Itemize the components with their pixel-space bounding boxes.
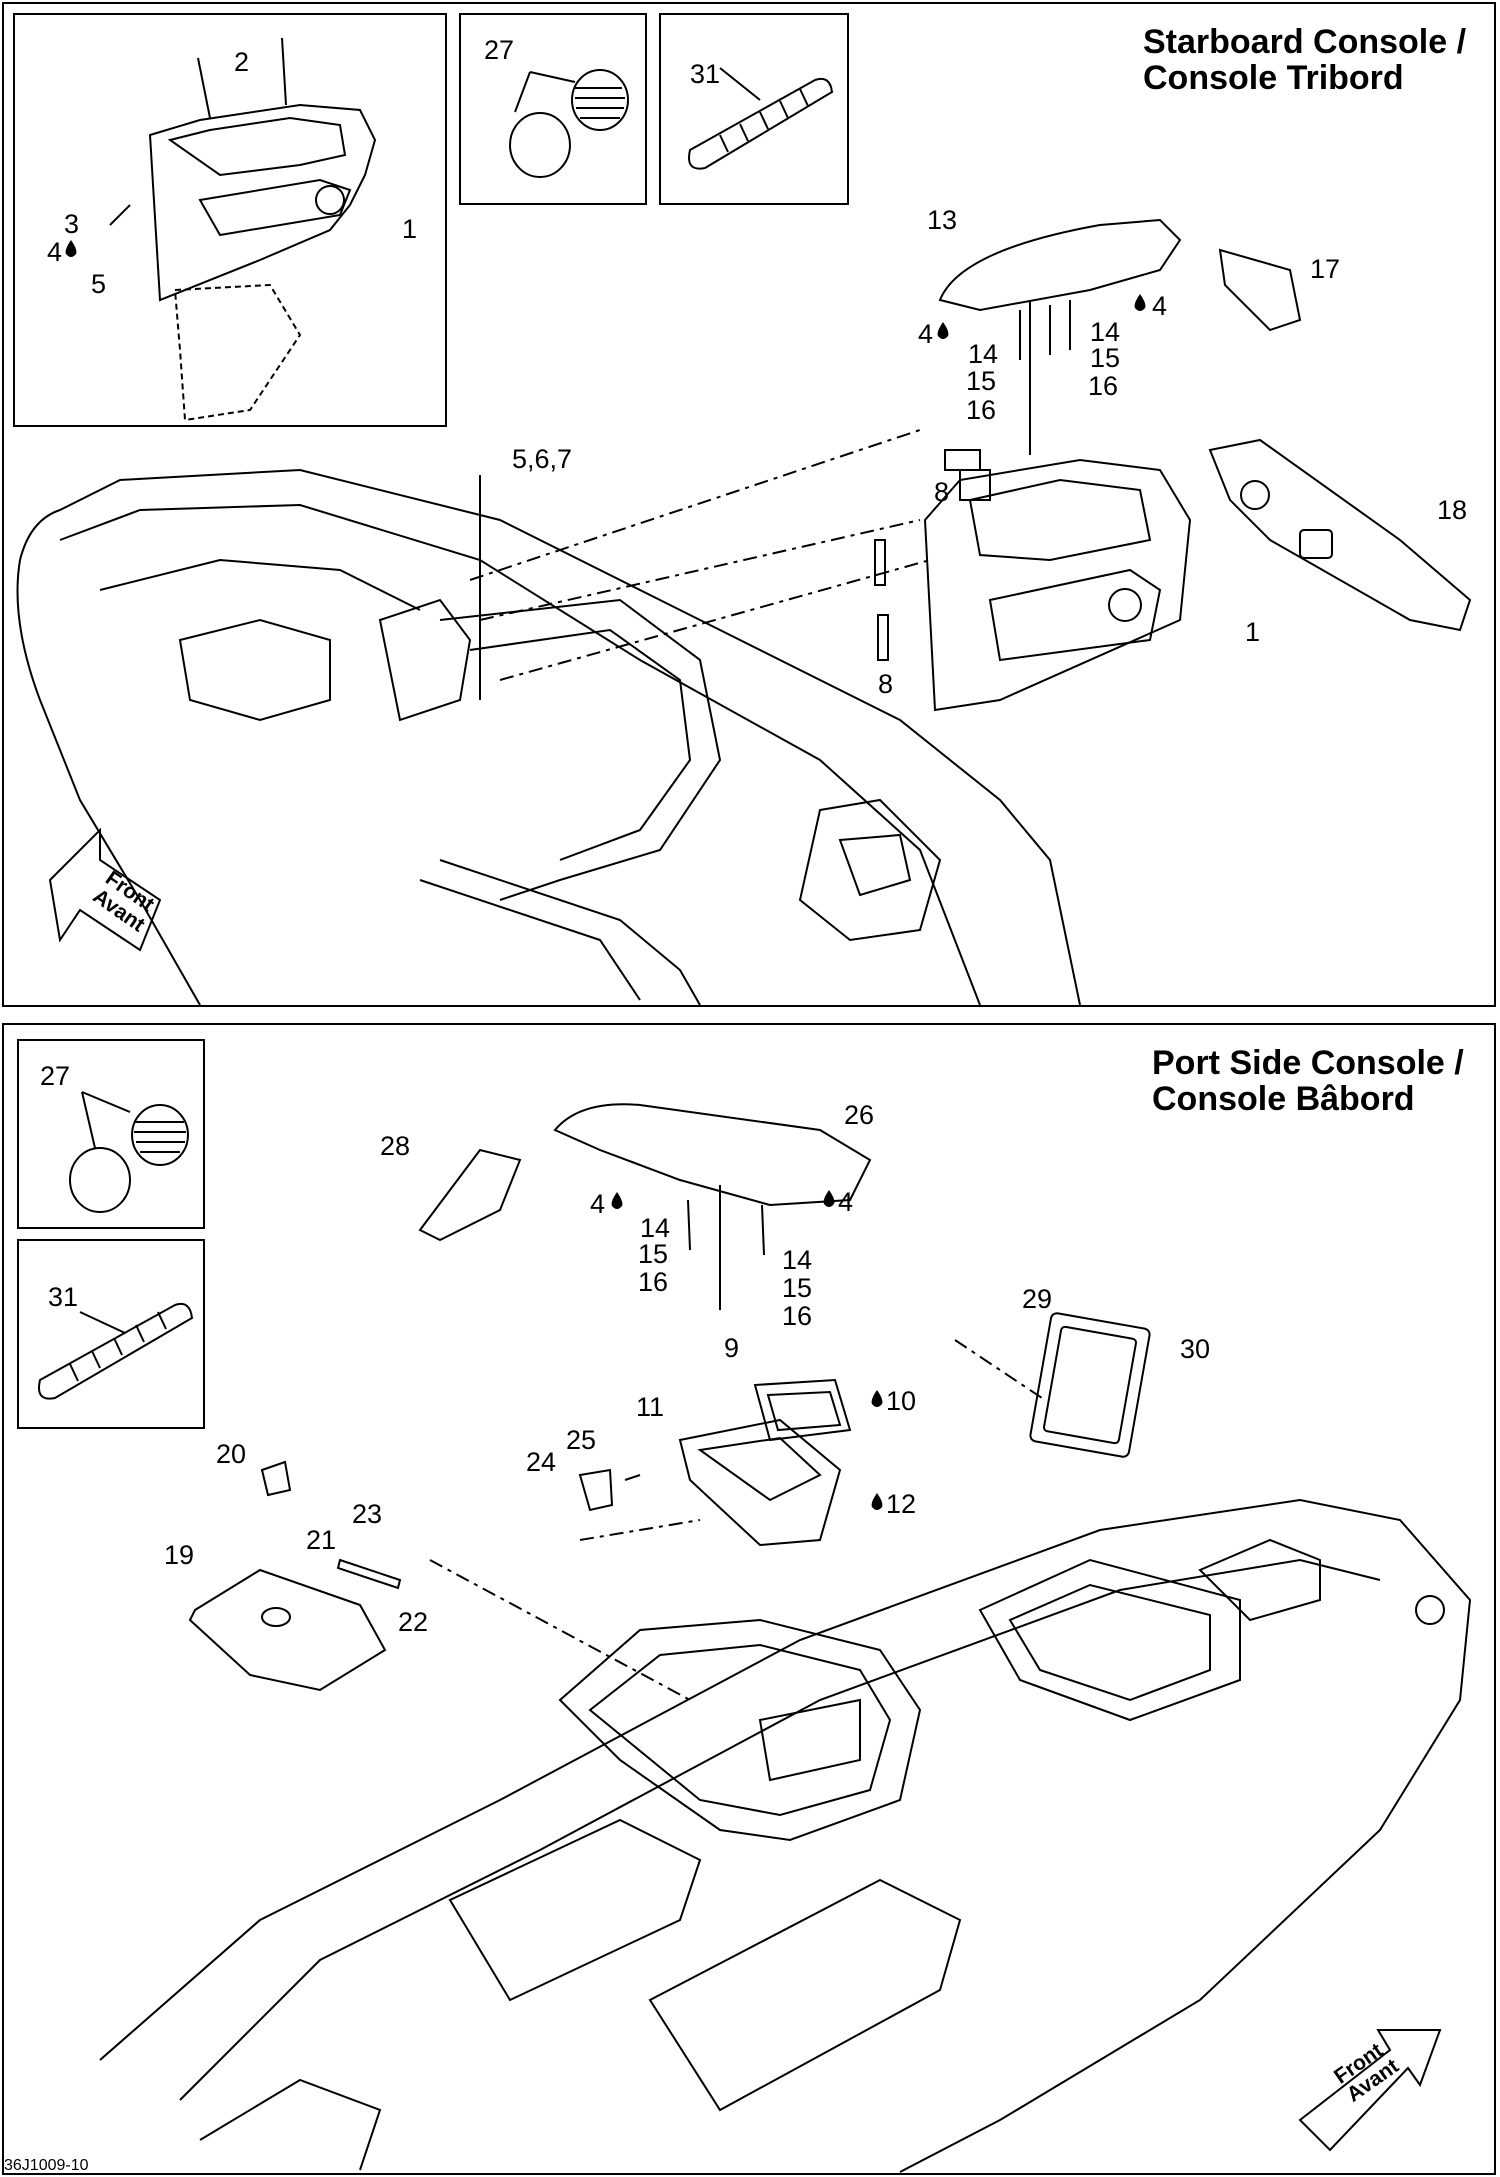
oil-drop-icon — [1134, 294, 1146, 311]
callout-8: 8 — [934, 477, 950, 507]
callout-8: 8 — [878, 669, 894, 699]
oil-drop-icon — [611, 1192, 623, 1209]
callout-24: 24 — [526, 1447, 557, 1477]
callout-17: 17 — [1310, 254, 1341, 284]
starboard-title: Starboard Console / Console Tribord — [1143, 24, 1493, 96]
callout-16: 16 — [966, 395, 997, 425]
callout-16: 16 — [1088, 371, 1119, 401]
callout-14: 14 — [1090, 317, 1121, 347]
oil-drop-icon — [65, 240, 77, 257]
callout-5-6-7: 5,6,7 — [512, 444, 573, 474]
callout-28: 28 — [380, 1131, 411, 1161]
callout-11: 11 — [636, 1392, 665, 1422]
callout-23: 23 — [352, 1499, 383, 1529]
callout-19: 19 — [164, 1540, 195, 1570]
callout-21: 21 — [306, 1525, 337, 1555]
oil-drop-icon — [871, 1390, 883, 1407]
callout-4: 4 — [590, 1189, 606, 1219]
callout-5: 5 — [91, 269, 107, 299]
callout-15: 15 — [1090, 343, 1121, 373]
callout-15: 15 — [638, 1239, 669, 1269]
starboard-title-line1: Starboard Console / — [1143, 23, 1467, 61]
callout-9: 9 — [724, 1333, 740, 1363]
callout-16: 16 — [782, 1301, 813, 1331]
callout-25: 25 — [566, 1425, 597, 1455]
callout-26: 26 — [844, 1100, 875, 1130]
callout-12: 12 — [886, 1489, 917, 1519]
starboard-console-panel — [2, 2, 1496, 1007]
callout-4: 4 — [1152, 291, 1168, 321]
callout-4: 4 — [47, 237, 63, 267]
callout-4: 4 — [918, 319, 934, 349]
callout-15: 15 — [782, 1273, 813, 1303]
callout-20: 20 — [216, 1439, 247, 1469]
callout-14: 14 — [782, 1245, 813, 1275]
callout-13: 13 — [927, 205, 958, 235]
callout-4: 4 — [838, 1187, 854, 1217]
port-title-line1: Port Side Console / — [1152, 1044, 1464, 1082]
callout-30: 30 — [1180, 1334, 1211, 1364]
port-console-panel — [2, 1023, 1496, 2175]
callout-2: 2 — [234, 47, 250, 77]
callout-3: 3 — [64, 209, 80, 239]
callout-14: 14 — [968, 339, 999, 369]
callout-18: 18 — [1437, 495, 1468, 525]
oil-drop-icon — [937, 322, 949, 339]
callout-29: 29 — [1022, 1284, 1053, 1314]
callout-22: 22 — [398, 1607, 429, 1637]
callout-31: 31 — [48, 1282, 79, 1312]
callout-1: 1 — [1245, 617, 1261, 647]
oil-drop-icon — [871, 1493, 883, 1510]
callout-1: 1 — [402, 214, 418, 244]
starboard-title-line2: Console Tribord — [1143, 59, 1404, 97]
callout-27: 27 — [40, 1061, 71, 1091]
callout-27: 27 — [484, 35, 515, 65]
callout-14: 14 — [640, 1213, 671, 1243]
port-title-line2: Console Bâbord — [1152, 1080, 1415, 1118]
oil-drop-icon — [823, 1190, 835, 1207]
port-title: Port Side Console / Console Bâbord — [1152, 1045, 1492, 1117]
callout-15: 15 — [966, 366, 997, 396]
callout-31: 31 — [690, 59, 721, 89]
callout-16: 16 — [638, 1267, 669, 1297]
drawing-number: 36J1009-10 — [4, 2157, 89, 2174]
callout-10: 10 — [886, 1386, 917, 1416]
